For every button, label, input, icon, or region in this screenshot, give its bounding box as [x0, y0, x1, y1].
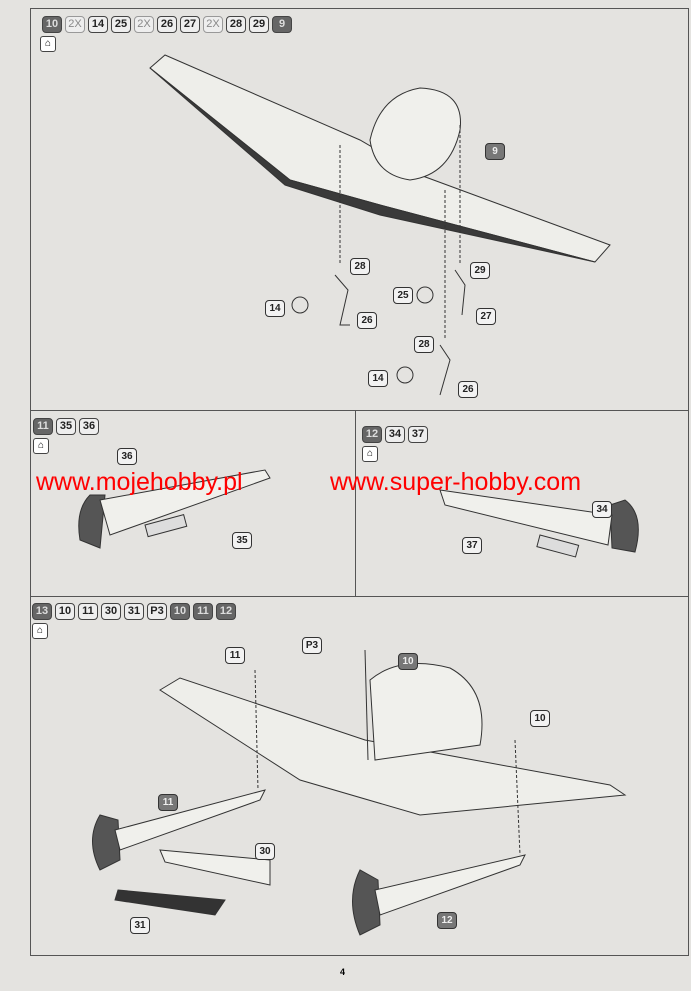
part-tag: 26: [157, 16, 177, 33]
part-tag: 9: [272, 16, 292, 33]
part-tag: 11: [193, 603, 213, 620]
quantity-tag: 2X: [134, 16, 154, 33]
cement-icon: ⌂: [40, 36, 56, 52]
step-13-panel: [30, 596, 689, 956]
part-tag: 35: [56, 418, 76, 435]
callout: 26: [357, 312, 377, 329]
watermark-right: www.super-hobby.com: [330, 468, 582, 496]
step-number: 13: [32, 603, 52, 620]
callout: 12: [437, 912, 457, 929]
callout: P3: [302, 637, 322, 654]
part-tag: 27: [180, 16, 200, 33]
watermark-left: www.mojehobby.pl: [36, 468, 243, 496]
part-tag: 14: [88, 16, 108, 33]
step-number: 12: [362, 426, 382, 443]
step-13-parts-header: 13 10 11 30 31 P3 10 11 12: [32, 603, 236, 620]
part-tag: 10: [55, 603, 75, 620]
part-tag: 10: [170, 603, 190, 620]
callout: 9: [485, 143, 505, 160]
callout: 11: [158, 794, 178, 811]
callout: 25: [393, 287, 413, 304]
callout: 26: [458, 381, 478, 398]
part-tag: 12: [216, 603, 236, 620]
callout: 11: [225, 647, 245, 664]
callout: 27: [476, 308, 496, 325]
step-12-parts-header: 12 34 37: [362, 426, 428, 443]
quantity-tag: 2X: [203, 16, 223, 33]
callout: 36: [117, 448, 137, 465]
step11-tail-drawing: [78, 469, 271, 549]
quantity-tag: 2X: [65, 16, 85, 33]
callout: 10: [398, 653, 418, 670]
callout: 30: [255, 843, 275, 860]
step-number: 11: [33, 418, 53, 435]
callout: 10: [530, 710, 550, 727]
callout: 14: [265, 300, 285, 317]
part-tag: 29: [249, 16, 269, 33]
callout: 28: [350, 258, 370, 275]
step-11-parts-header: 11 35 36: [33, 418, 99, 435]
page-number: 4: [340, 967, 346, 977]
part-tag: P3: [147, 603, 167, 620]
callout: 31: [130, 917, 150, 934]
part-tag: 30: [101, 603, 121, 620]
callout: 35: [232, 532, 252, 549]
callout: 29: [470, 262, 490, 279]
step-number: 10: [42, 16, 62, 33]
cement-icon: ⌂: [362, 446, 378, 462]
part-tag: 11: [78, 603, 98, 620]
step13-airframe-drawing: [92, 649, 627, 936]
callout: 37: [462, 537, 482, 554]
callout: 14: [368, 370, 388, 387]
part-tag: 37: [408, 426, 428, 443]
step10-wing-drawing: [149, 54, 611, 396]
cement-icon: ⌂: [32, 623, 48, 639]
part-tag: 31: [124, 603, 144, 620]
step12-tail-drawing: [439, 489, 639, 558]
callout: 28: [414, 336, 434, 353]
cement-icon: ⌂: [33, 438, 49, 454]
part-tag: 25: [111, 16, 131, 33]
part-tag: 36: [79, 418, 99, 435]
part-tag: 28: [226, 16, 246, 33]
part-tag: 34: [385, 426, 405, 443]
callout: 34: [592, 501, 612, 518]
step-10-parts-header: 10 2X 14 25 2X 26 27 2X 28 29 9: [42, 16, 292, 33]
